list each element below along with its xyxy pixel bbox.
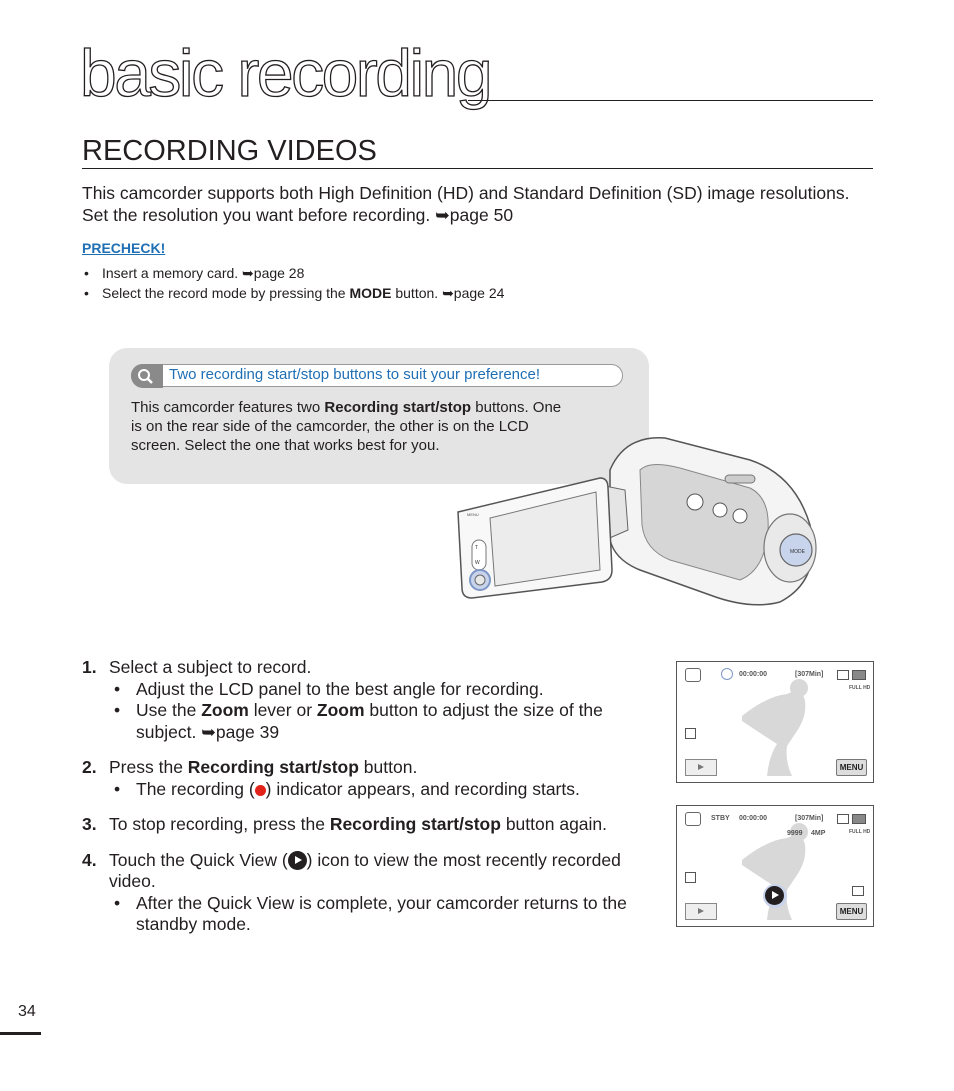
lcd-screen-recording: 00:00:00 [307Min] FULL HD MENU: [676, 661, 874, 783]
section-rule: [82, 168, 873, 169]
quick-view-icon: [287, 850, 307, 870]
lcd-photo-counter: 9999: [787, 830, 803, 837]
step-text: To stop recording, press the: [109, 814, 330, 834]
step-text: Touch the Quick View (: [109, 849, 288, 870]
step-text-post: ) icon to view the most recently recorde…: [109, 849, 621, 892]
page-number-rule: [0, 1032, 41, 1035]
record-indicator-icon: [254, 784, 266, 796]
sub-text-post: ) indicator appears, and recording start…: [265, 778, 580, 799]
tip-body: This camcorder features two Recording st…: [131, 398, 576, 455]
precheck-item-ref: ➥page 28: [242, 265, 305, 281]
battery-icon: [852, 814, 866, 824]
tip-body-text-post: buttons. One is on the rear side of the …: [131, 399, 562, 454]
sub-text: The recording (: [136, 778, 255, 799]
quick-view-button[interactable]: [685, 903, 717, 920]
intro-text: This camcorder supports both High Defini…: [82, 183, 850, 225]
memory-card-icon: [837, 814, 849, 824]
sub-bold: Zoom: [316, 700, 365, 720]
sub-text: lever or: [248, 700, 317, 720]
tip-body-bold: Recording start/stop: [324, 399, 472, 416]
precheck-item-text: Select the record mode by pressing the: [102, 285, 350, 301]
step-text: Press the: [109, 757, 188, 777]
panel-menu-label: MENU: [467, 512, 479, 517]
menu-button[interactable]: MENU: [836, 903, 867, 920]
page-number: 34: [18, 1003, 36, 1020]
sub-bold: Zoom: [201, 700, 249, 720]
mode-dial-label: MODE: [790, 549, 806, 555]
lcd-time: 00:00:00: [739, 815, 768, 822]
video-mode-icon: [685, 812, 701, 826]
zoom-w-label: W: [475, 560, 480, 566]
quick-view-icon[interactable]: [765, 886, 784, 905]
steps-list: 1. Select a subject to record. Adjust th…: [82, 657, 652, 950]
dancer-silhouette: [742, 679, 808, 776]
chapter-rule: [468, 100, 873, 101]
lcd-photo-size: 4MP: [811, 830, 826, 837]
step-number: 2.: [82, 757, 97, 777]
precheck-item-ref: ➥page 24: [442, 285, 505, 301]
sub-text: Use the: [136, 700, 202, 720]
recording-status-icon: [721, 668, 733, 680]
zoom-t-label: T: [475, 545, 478, 551]
video-mode-icon: [685, 668, 701, 682]
lcd-screen-standby: STBY 00:00:00 [307Min] 9999 4MP FULL HD …: [676, 805, 874, 927]
tip-body-text: This camcorder features two: [131, 399, 325, 416]
lcd-remaining: [307Min]: [795, 671, 824, 678]
memory-card-icon: [837, 670, 849, 680]
step-1-sub-b: Use the Zoom lever or Zoom button to adj…: [109, 700, 652, 743]
precheck-item: Insert a memory card. ➥page 28: [84, 263, 504, 283]
intro-paragraph: This camcorder supports both High Defini…: [82, 183, 872, 226]
precheck-item-text-post: button.: [391, 285, 443, 301]
battery-icon: [852, 670, 866, 680]
step-bold: Recording start/stop: [187, 757, 359, 777]
step-number: 1.: [82, 657, 97, 677]
step-2: 2. Press the Recording start/stop button…: [82, 757, 652, 800]
lcd-status: STBY: [711, 815, 730, 822]
quick-menu-icon: [685, 872, 696, 883]
precheck-item-bold: MODE: [349, 285, 392, 301]
step-bold: Recording start/stop: [329, 814, 501, 834]
quick-view-button[interactable]: [685, 759, 717, 776]
precheck-label: PRECHECK!: [82, 240, 166, 256]
step-number: 4.: [82, 849, 97, 870]
intro-page-ref: ➥page 50: [435, 204, 514, 225]
step-text: Select a subject to record.: [109, 657, 312, 677]
lcd-time: 00:00:00: [739, 671, 768, 678]
photo-capture-icon[interactable]: [852, 886, 864, 896]
precheck-item: Select the record mode by pressing the M…: [84, 283, 504, 303]
sub-text: button to adjust the size of the subject…: [136, 700, 603, 742]
step-3: 3. To stop recording, press the Recordin…: [82, 814, 652, 836]
quick-menu-icon: [685, 728, 696, 739]
lcd-quality: FULL HD: [849, 685, 871, 691]
chapter-title: basic recording: [79, 36, 493, 110]
dancer-silhouette: [742, 823, 808, 920]
step-text-post: button again.: [500, 814, 608, 834]
step-2-sub: The recording ( ) indicator appears, and …: [109, 779, 652, 801]
sub-page-ref: ➥page 39: [201, 721, 280, 742]
step-1-sub-a: Adjust the LCD panel to the best angle f…: [109, 679, 652, 701]
search-icon: [131, 364, 163, 388]
menu-button[interactable]: MENU: [836, 759, 867, 776]
lcd-remaining: [307Min]: [795, 815, 824, 822]
step-text-post: button.: [358, 757, 418, 777]
step-number: 3.: [82, 814, 97, 834]
precheck-list: Insert a memory card. ➥page 28 Select th…: [84, 263, 504, 303]
tip-title: Two recording start/stop buttons to suit…: [169, 366, 541, 383]
step-4-sub: After the Quick View is complete, your c…: [109, 893, 652, 936]
step-4: 4. Touch the Quick View () icon to view …: [82, 850, 652, 936]
lcd-quality: FULL HD: [849, 829, 871, 835]
precheck-item-text: Insert a memory card.: [102, 265, 243, 281]
step-1: 1. Select a subject to record. Adjust th…: [82, 657, 652, 743]
camcorder-illustration: MODE T W MENU: [457, 437, 817, 606]
section-title: RECORDING VIDEOS: [82, 135, 377, 167]
